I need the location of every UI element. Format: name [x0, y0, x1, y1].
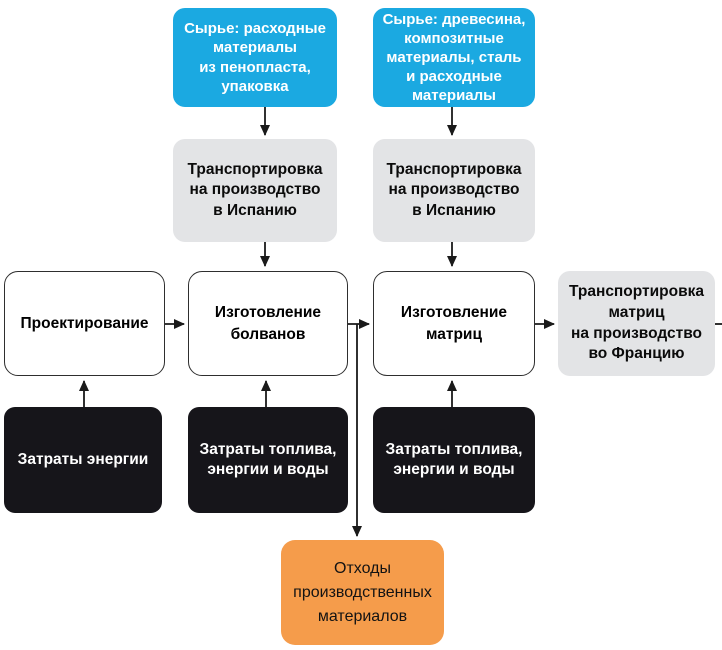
node-transport-spain-left: Транспортировка на производство в Испани…	[173, 139, 337, 242]
node-blank-production-label: Изготовление болванов	[214, 303, 322, 343]
node-design: Проектирование	[4, 271, 165, 376]
node-transport-france-label: Транспортировка матриц на производство в…	[568, 283, 704, 363]
node-fuel-costs-left-label: Затраты топлива, энергии и воды	[199, 440, 337, 478]
node-raw-materials-wood-label: Сырье: древесина, композитные материалы,…	[382, 10, 526, 105]
node-transport-spain-right-label: Транспортировка на производство в Испани…	[386, 160, 522, 219]
node-raw-materials-foam-label: Сырье: расходные материалы из пенопласта…	[184, 20, 326, 95]
node-transport-spain-left-label: Транспортировка на производство в Испани…	[187, 160, 323, 219]
node-fuel-costs-left: Затраты топлива, энергии и воды	[188, 407, 348, 513]
node-raw-materials-wood: Сырье: древесина, композитные материалы,…	[373, 8, 535, 107]
node-raw-materials-foam: Сырье: расходные материалы из пенопласта…	[173, 8, 337, 107]
node-energy-costs-label: Затраты энергии	[17, 450, 149, 468]
node-fuel-costs-right: Затраты топлива, энергии и воды	[373, 407, 535, 513]
node-transport-spain-right: Транспортировка на производство в Испани…	[373, 139, 535, 242]
node-production-waste: Отходы производственных материалов	[281, 540, 444, 645]
node-mold-production: Изготовление матриц	[373, 271, 535, 376]
node-energy-costs: Затраты энергии	[4, 407, 162, 513]
node-mold-production-label: Изготовление матриц	[400, 303, 508, 343]
node-design-label: Проектирование	[20, 314, 149, 332]
node-production-waste-label: Отходы производственных материалов	[293, 559, 432, 625]
node-blank-production: Изготовление болванов	[188, 271, 348, 376]
node-fuel-costs-right-label: Затраты топлива, энергии и воды	[385, 440, 523, 478]
node-transport-france: Транспортировка матриц на производство в…	[558, 271, 715, 376]
